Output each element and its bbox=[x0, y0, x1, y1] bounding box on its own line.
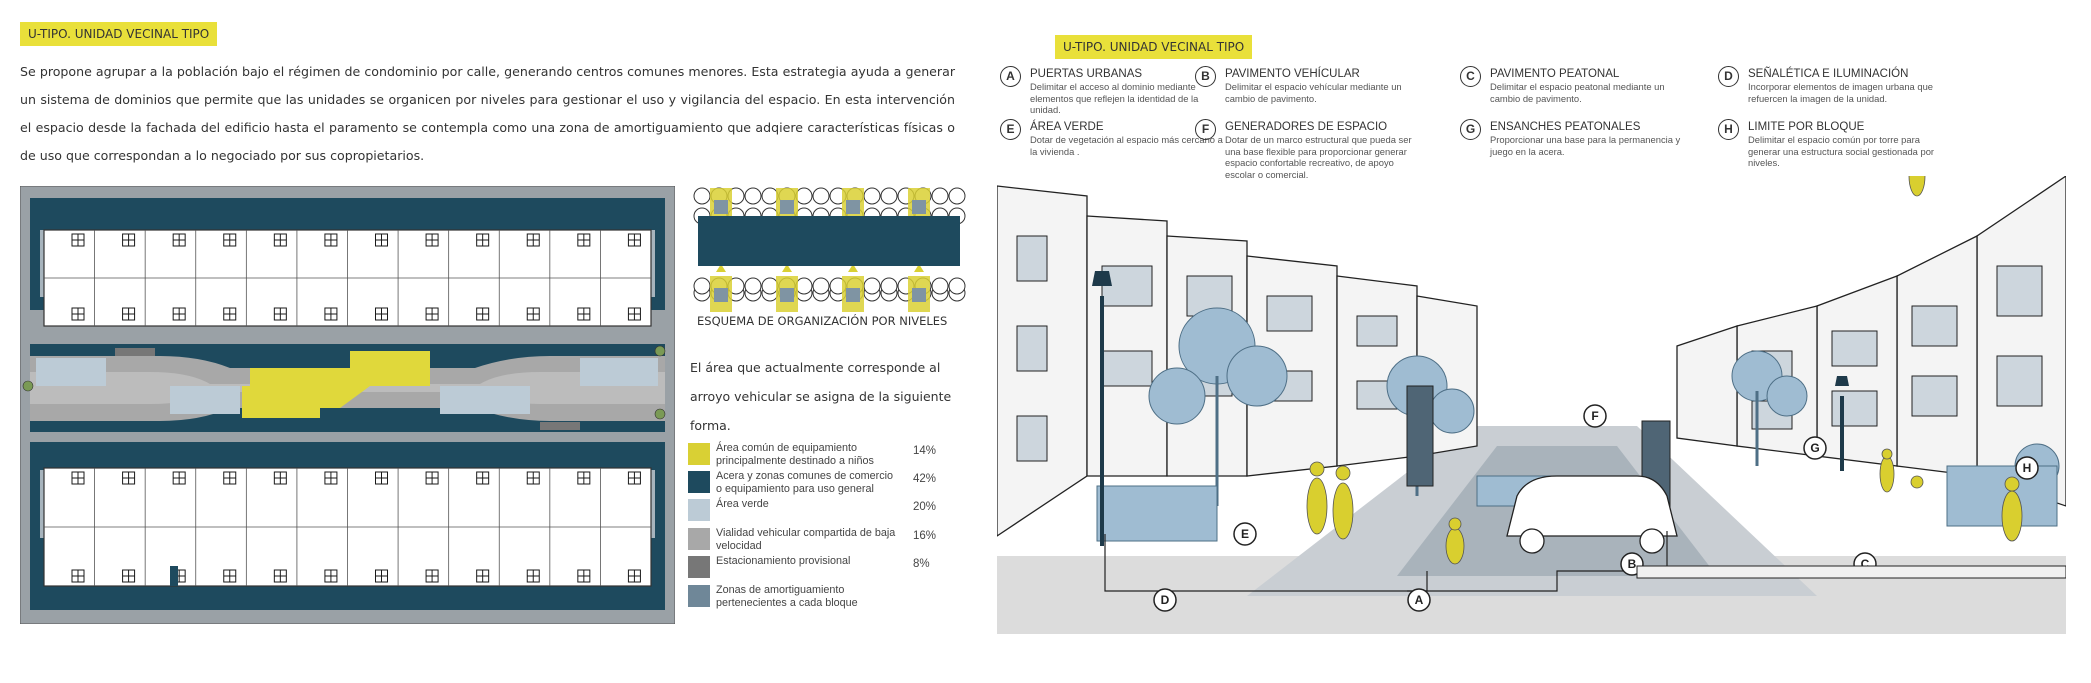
street-perspective-illustration: A B C D E F G H bbox=[997, 176, 2066, 634]
item-letter-badge: A bbox=[1000, 66, 1021, 87]
item-letter-badge: G bbox=[1460, 119, 1481, 140]
scene-marker: H bbox=[2015, 456, 2039, 480]
item-letter-badge: D bbox=[1718, 66, 1739, 87]
item-title: ENSANCHES PEATONALES bbox=[1490, 121, 1641, 133]
unit-circle bbox=[744, 187, 762, 205]
legend-label: Vialidad vehicular compartida de baja ve… bbox=[716, 527, 896, 552]
unit-circle bbox=[761, 277, 779, 295]
item-letter-badge: C bbox=[1460, 66, 1481, 87]
scene-marker: G bbox=[1803, 436, 1827, 460]
scene-marker-letter: E bbox=[1241, 527, 1249, 541]
unit-circle bbox=[948, 277, 966, 295]
group-block bbox=[714, 288, 728, 302]
group-block bbox=[912, 288, 926, 302]
legend-percent: 14% bbox=[913, 445, 937, 457]
item-description: Delimitar el espacio peatonal mediante u… bbox=[1490, 81, 1665, 104]
intro-paragraph: Se propone agrupar a la población bajo e… bbox=[20, 64, 955, 163]
item-title: PUERTAS URBANAS bbox=[1030, 68, 1143, 80]
unit-circle bbox=[948, 187, 966, 205]
item-letter-badge: F bbox=[1195, 119, 1216, 140]
unit-circle bbox=[880, 187, 898, 205]
scene-marker: D bbox=[1153, 588, 1177, 612]
scene-marker-letter: H bbox=[2023, 461, 2032, 475]
item-description: Incorporar elementos de imagen urbana qu… bbox=[1748, 81, 1934, 104]
unit-circle bbox=[795, 277, 813, 295]
item-description: Delimitar el espacio común por torre par… bbox=[1748, 134, 1935, 168]
unit-circle bbox=[863, 277, 881, 295]
legend-percent: 20% bbox=[913, 501, 937, 513]
item-title: ÁREA VERDE bbox=[1030, 121, 1104, 133]
legend-percent: 16% bbox=[913, 530, 937, 542]
legend-swatch bbox=[688, 471, 710, 493]
scene-marker-letter: B bbox=[1628, 557, 1637, 571]
strategy-items: A PUERTAS URBANAS Delimitar el acceso al… bbox=[1000, 66, 2080, 196]
legend-swatch bbox=[688, 528, 710, 550]
right-title-tag: U-TIPO. UNIDAD VECINAL TIPO bbox=[1055, 35, 1253, 59]
legend-label: Acera y zonas comunes de comercio o equi… bbox=[716, 470, 894, 495]
scene-marker-letter: C bbox=[1861, 557, 1870, 571]
scene-marker: F bbox=[1583, 404, 1607, 428]
group-block bbox=[714, 200, 728, 214]
arrow-mark bbox=[782, 264, 792, 272]
unit-circle bbox=[744, 277, 762, 295]
legend-label: Estacionamiento provisional bbox=[716, 555, 851, 567]
item-description: Delimitar el espacio vehícular mediante … bbox=[1225, 81, 1402, 104]
arrow-mark bbox=[914, 264, 924, 272]
scene-marker: A bbox=[1407, 588, 1431, 612]
item-title: GENERADORES DE ESPACIO bbox=[1225, 121, 1388, 133]
group-block bbox=[912, 200, 926, 214]
scene-marker-letter: A bbox=[1415, 593, 1424, 607]
unit-circle bbox=[693, 187, 711, 205]
legend-swatch bbox=[688, 499, 710, 521]
unit-circle bbox=[863, 187, 881, 205]
item-letter-badge: E bbox=[1000, 119, 1021, 140]
left-title-tag: U-TIPO. UNIDAD VECINAL TIPO bbox=[20, 22, 218, 46]
unit-circle bbox=[795, 187, 813, 205]
item-title: PAVIMENTO VEHÍCULAR bbox=[1225, 68, 1360, 80]
unit-circle bbox=[931, 187, 949, 205]
scene-marker-letter: G bbox=[1810, 441, 1819, 455]
item-description: Delimitar el acceso al dominio mediante … bbox=[1030, 81, 1199, 115]
group-block bbox=[780, 288, 794, 302]
unit-circle bbox=[761, 187, 779, 205]
item-description: Proporcionar una base para la permanenci… bbox=[1490, 134, 1681, 157]
arrow-mark bbox=[848, 264, 858, 272]
legend-swatch bbox=[688, 443, 710, 465]
scene-marker-letter: F bbox=[1591, 409, 1598, 423]
item-letter-badge: H bbox=[1718, 119, 1739, 140]
unit-circle bbox=[812, 187, 830, 205]
legend-label: Área común de equipamiento principalment… bbox=[716, 442, 874, 467]
unit-circle bbox=[880, 277, 898, 295]
unit-circle bbox=[693, 277, 711, 295]
legend-percent: 42% bbox=[913, 473, 937, 485]
item-title: PAVIMENTO PEATONAL bbox=[1490, 68, 1620, 80]
item-title: SEÑALÉTICA E ILUMINACIÓN bbox=[1748, 68, 1909, 80]
group-block bbox=[846, 200, 860, 214]
organization-schema-diagram bbox=[693, 187, 966, 312]
item-title: LIMITE POR BLOQUE bbox=[1748, 121, 1865, 133]
item-description: Dotar de vegetación al espacio más cerca… bbox=[1030, 134, 1223, 157]
scene-marker-letter: D bbox=[1161, 593, 1170, 607]
site-plan bbox=[20, 186, 675, 624]
item-letter-badge: B bbox=[1195, 66, 1216, 87]
unit-circle bbox=[812, 277, 830, 295]
item-description: Dotar de un marco estructural que pueda … bbox=[1225, 134, 1412, 180]
legend-label: Zonas de amortiguamiento pertenecientes … bbox=[716, 584, 858, 609]
legend-swatch bbox=[688, 556, 710, 578]
street-allocation-text: El área que actualmente corresponde al a… bbox=[690, 360, 952, 433]
unit-circle bbox=[931, 277, 949, 295]
legend-percent: 8% bbox=[913, 558, 930, 570]
group-block bbox=[846, 288, 860, 302]
legend-label: Área verde bbox=[716, 498, 769, 510]
legend-swatch bbox=[688, 585, 710, 607]
group-block bbox=[780, 200, 794, 214]
schema-caption: ESQUEMA DE ORGANIZACIÓN POR NIVELES bbox=[697, 314, 948, 328]
arrow-mark bbox=[716, 264, 726, 272]
scene-marker: E bbox=[1233, 522, 1257, 546]
